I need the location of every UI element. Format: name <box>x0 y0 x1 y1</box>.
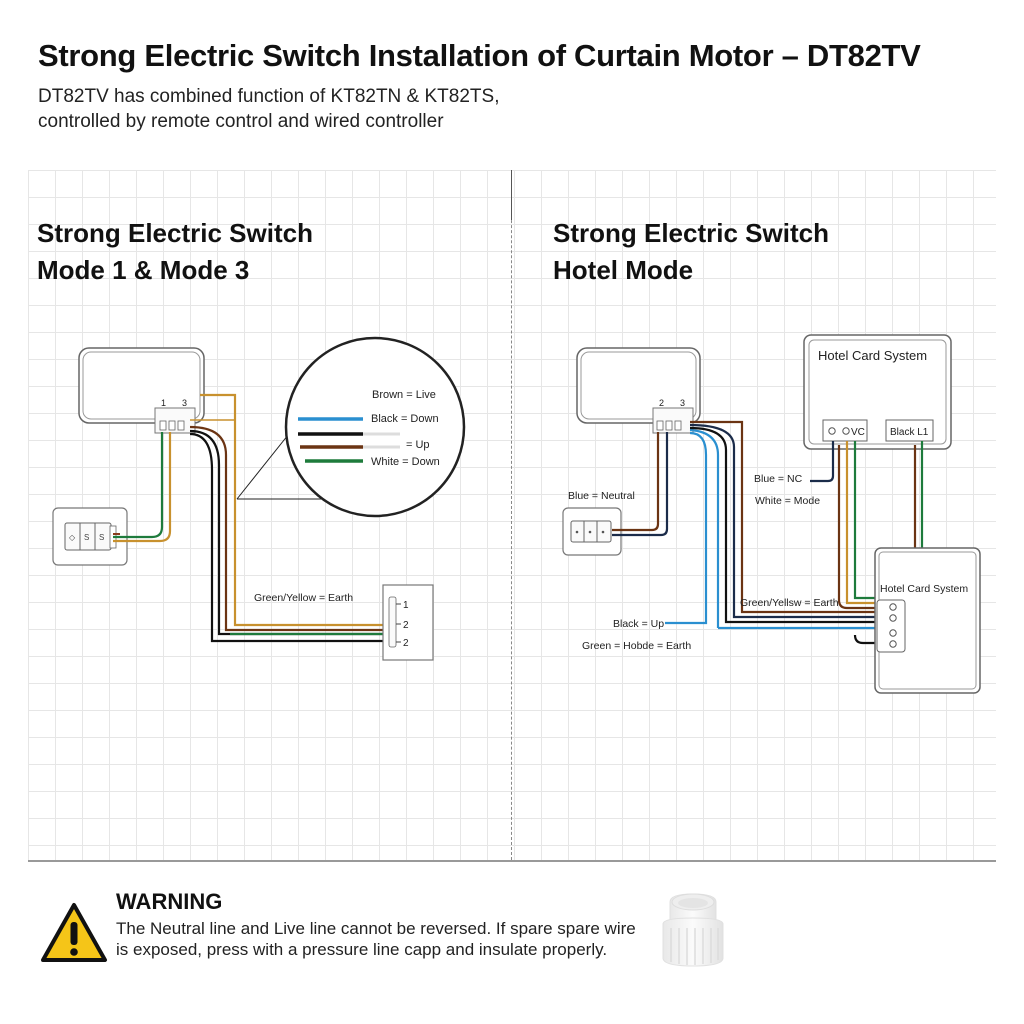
wire-navy-nc <box>810 441 835 483</box>
warning-title: WARNING <box>116 889 223 914</box>
pressure-line-cap-image <box>662 893 724 967</box>
left-earth-label: Green/Yellow = Earth <box>254 592 353 604</box>
wire-brown-switch-right <box>612 432 660 532</box>
page-title: Strong Electric Switch Installation of C… <box>38 38 921 73</box>
wire-navy-switch-right <box>612 432 669 537</box>
wire-brown-card <box>837 445 880 610</box>
switch-button-3: S <box>99 533 104 542</box>
right-panel-title-line-2: Hotel Mode <box>553 255 694 285</box>
legend-black-down: Black = Down <box>371 413 439 425</box>
switch-button-2: S <box>84 533 89 542</box>
wire-black-motor-2 <box>189 432 383 643</box>
wire-blue-to-card <box>689 428 880 630</box>
hotel-card-terminal-vc: VC <box>851 427 865 438</box>
wire-brown-motor <box>189 425 383 632</box>
panel-divider <box>511 170 512 860</box>
motor-terminal-label-1: 1 <box>403 600 409 611</box>
right-terminal-block <box>652 407 694 434</box>
hotel-card-top-box <box>803 334 952 450</box>
grid-bottom-rule <box>28 860 996 862</box>
switch-button-1: ◇ <box>69 533 76 542</box>
right-panel-title: Strong Electric Switch Hotel Mode <box>553 215 829 289</box>
motor-terminal-label-3: 2 <box>403 638 409 649</box>
label-black-up: Black = Up <box>613 618 664 630</box>
wire-green-switch <box>113 432 164 539</box>
label-earth-right: Green/Yellsw = Earth <box>740 597 839 609</box>
left-motor-terminal-box <box>382 584 434 661</box>
label-white-mode: White = Mode <box>755 495 820 507</box>
wire-orange-card <box>845 441 880 605</box>
left-controller-box <box>78 347 205 424</box>
wire-black-motor-1 <box>189 429 383 636</box>
hotel-card-bottom-box <box>874 547 981 694</box>
wire-orange-loop <box>200 393 383 627</box>
right-wall-switch <box>562 507 622 556</box>
subtitle-line-2: controlled by remote control and wired c… <box>38 111 444 132</box>
wire-blue-right <box>665 431 708 625</box>
wire-brown-right <box>690 420 880 614</box>
panel-divider-top <box>511 170 512 220</box>
motor-terminal-label-2: 2 <box>403 620 409 631</box>
hotel-card-top-title: Hotel Card System <box>818 348 927 363</box>
wire-legend-magnifier <box>236 336 466 518</box>
right-controller-box <box>576 347 701 424</box>
label-green-earth: Green = Hobde = Earth <box>582 640 691 652</box>
left-panel-title-line-2: Mode 1 & Mode 3 <box>37 255 250 285</box>
hotel-card-terminal-l1: Black L1 <box>890 427 929 438</box>
right-terminal-label-2: 2 <box>659 398 664 408</box>
left-terminal-block <box>154 407 196 434</box>
left-terminal-label-3: 3 <box>182 398 187 408</box>
wire-orange-switch <box>113 432 172 543</box>
legend-up: = Up <box>406 439 430 451</box>
label-blue-nc: Blue = NC <box>754 473 803 485</box>
left-panel-title-line-1: Strong Electric Switch <box>37 218 313 248</box>
wire-green-card <box>853 441 880 600</box>
grid-background <box>28 170 996 860</box>
wire-navy-right <box>689 423 880 619</box>
subtitle-line-1: DT82TV has combined function of KT82TN &… <box>38 86 500 107</box>
wire-black-card <box>853 634 880 645</box>
legend-brown-live: Brown = Live <box>372 389 436 401</box>
left-terminal-label-1: 1 <box>161 398 166 408</box>
wire-black-right <box>689 426 880 624</box>
hotel-card-bottom-title: Hotel Card System <box>880 583 968 595</box>
right-terminal-label-3: 3 <box>680 398 685 408</box>
label-blue-neutral: Blue = Neutral <box>568 490 635 502</box>
legend-white-down: White = Down <box>371 456 440 468</box>
left-panel-title: Strong Electric Switch Mode 1 & Mode 3 <box>37 215 313 289</box>
right-panel-title-line-1: Strong Electric Switch <box>553 218 829 248</box>
warning-text: The Neutral line and Live line cannot be… <box>116 919 636 959</box>
warning-triangle-icon <box>41 903 107 962</box>
